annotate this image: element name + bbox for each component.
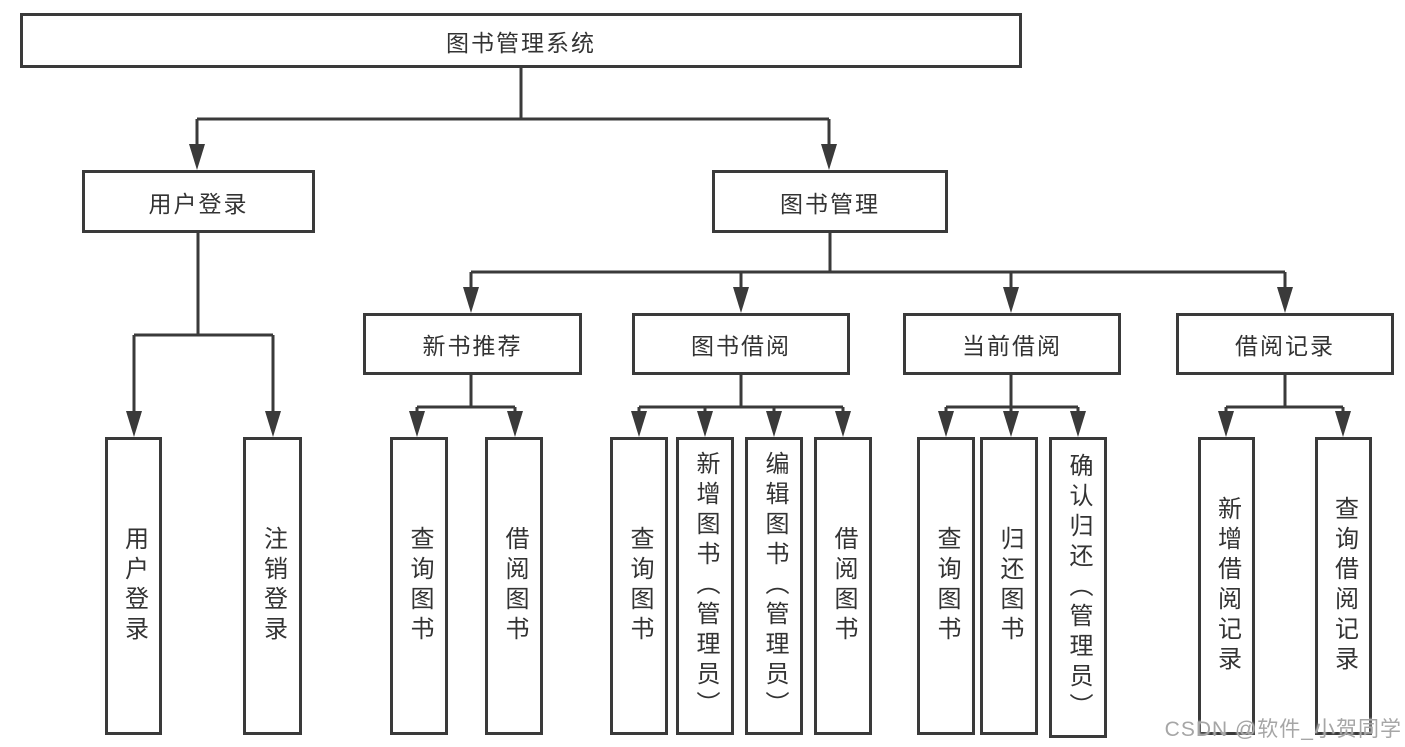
leaf-label: 借阅图书 (501, 526, 528, 646)
node-book-management: 图书管理 (712, 170, 948, 233)
leaf-query-books-current: 查询图书 (917, 437, 975, 735)
csdn-watermark: CSDN @软件_小贺同学 (1164, 718, 1402, 741)
node-borrowing-records: 借阅记录 (1176, 313, 1394, 375)
leaf-label: 查询图书 (406, 526, 433, 646)
leaf-label: 归还图书 (996, 526, 1023, 646)
leaf-return-books: 归还图书 (980, 437, 1038, 735)
node-label: 新书推荐 (422, 333, 523, 359)
node-new-book-recommendation: 新书推荐 (363, 313, 582, 375)
leaf-label: 借阅图书 (830, 526, 857, 646)
leaf-borrow-books: 借阅图书 (814, 437, 872, 735)
node-current-borrowing: 当前借阅 (903, 313, 1121, 375)
node-label: 图书借阅 (691, 333, 791, 359)
leaf-query-books-recommend: 查询图书 (390, 437, 448, 735)
node-label: 当前借阅 (962, 333, 1062, 359)
node-label: 图书管理系统 (446, 29, 596, 56)
leaf-add-borrow-record: 新增借阅记录 (1198, 437, 1255, 735)
node-book-borrowing: 图书借阅 (632, 313, 850, 375)
leaf-label: 查询图书 (933, 526, 960, 646)
leaf-query-borrow-record: 查询借阅记录 (1315, 437, 1372, 735)
leaf-label: 查询借阅记录 (1330, 496, 1358, 676)
leaf-label: 编辑图书（管理员） (761, 451, 788, 721)
leaf-borrow-books-recommend: 借阅图书 (485, 437, 543, 735)
leaf-logout: 注销登录 (243, 437, 302, 735)
leaf-add-books-admin: 新增图书（管理员） (676, 437, 734, 735)
leaf-query-books-borrow: 查询图书 (610, 437, 668, 735)
leaf-label: 新增借阅记录 (1213, 496, 1241, 676)
leaf-user-login: 用户登录 (105, 437, 162, 735)
leaf-edit-books-admin: 编辑图书（管理员） (745, 437, 803, 735)
leaf-label: 查询图书 (626, 526, 653, 646)
leaf-confirm-return-admin: 确认归还（管理员） (1049, 437, 1107, 738)
node-user-login: 用户登录 (82, 170, 315, 233)
node-library-management-system: 图书管理系统 (20, 13, 1022, 68)
node-label: 用户登录 (148, 190, 249, 217)
leaf-label: 新增图书（管理员） (692, 451, 719, 721)
node-label: 图书管理 (780, 190, 880, 217)
node-label: 借阅记录 (1235, 333, 1335, 359)
leaf-label: 注销登录 (259, 526, 287, 646)
leaf-label: 用户登录 (120, 526, 148, 646)
leaf-label: 确认归还（管理员） (1065, 452, 1092, 723)
